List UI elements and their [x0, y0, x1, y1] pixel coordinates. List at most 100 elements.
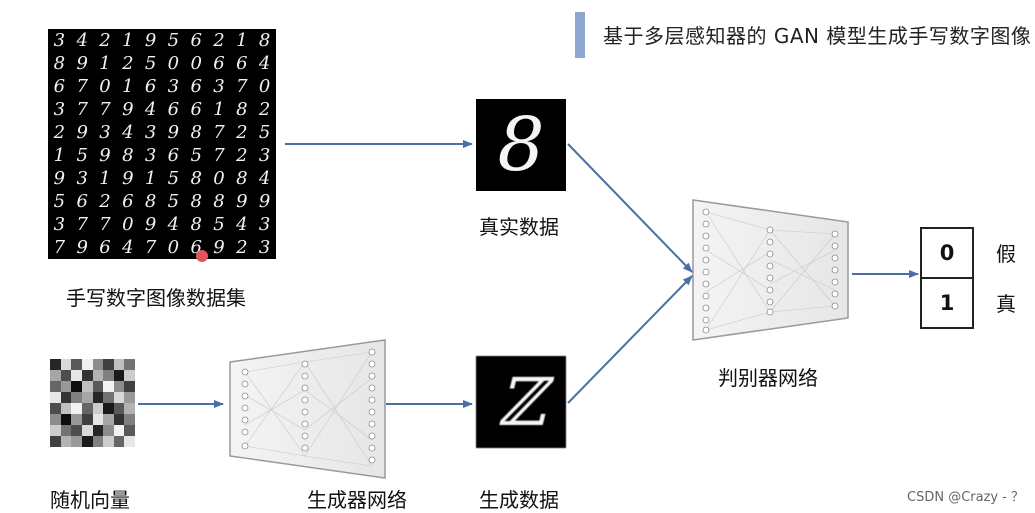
mnist-digit: 7 [53, 237, 66, 258]
mnist-digit: 9 [167, 122, 180, 143]
noise-pixel [103, 403, 114, 414]
mnist-digit: 6 [190, 30, 202, 51]
noise-pixel [103, 425, 114, 436]
mnist-digit: 9 [122, 168, 134, 189]
mnist-digit: 6 [144, 76, 157, 97]
mnist-digit: 4 [236, 214, 248, 235]
noise-pixel [103, 359, 114, 370]
mnist-digit: 6 [190, 76, 202, 97]
mnist-digit: 3 [213, 76, 225, 97]
mnist-digit: 7 [213, 145, 225, 166]
mnist-digit: 5 [190, 145, 202, 166]
noise-pixel [81, 370, 93, 381]
output-value-fake: 0 [939, 241, 955, 265]
noise-pixel [92, 414, 104, 425]
mnist-digit: 8 [53, 53, 66, 74]
noise-pixel [60, 403, 72, 414]
mnist-digit: 9 [99, 145, 111, 166]
mnist-digit: 8 [236, 168, 248, 189]
noise-pixel [50, 381, 61, 392]
noise-pixel [103, 414, 114, 425]
mnist-digit: 8 [144, 191, 157, 212]
noise-pixel [124, 403, 135, 414]
discriminator-network [692, 199, 849, 341]
mnist-digit: 0 [213, 168, 225, 189]
real-data-label: 真实数据 [479, 215, 559, 239]
noise-pixel [92, 403, 104, 414]
mnist-digit: 5 [167, 168, 180, 189]
arrow-real-to-discriminator [567, 143, 693, 273]
noise-pixel [81, 403, 93, 414]
noise-pixel [124, 425, 135, 436]
mnist-digit: 8 [190, 122, 202, 143]
noise-pixel [50, 392, 61, 403]
mnist-digit: 5 [167, 30, 180, 51]
mnist-digit: 6 [122, 191, 134, 212]
noise-pixel [124, 436, 135, 447]
fake-label: 假 [996, 242, 1016, 266]
mnist-digit: 7 [76, 76, 88, 97]
noise-pixel [60, 436, 72, 447]
random-noise-image [50, 359, 135, 447]
mnist-digit: 9 [144, 214, 157, 235]
mnist-digit: 8 [236, 99, 248, 120]
noise-pixel [92, 425, 104, 436]
random-vector-label: 随机向量 [50, 488, 130, 512]
noise-pixel [71, 425, 82, 436]
noise-pixel [113, 436, 125, 447]
mnist-digit: 6 [167, 99, 180, 120]
mnist-digit: 1 [99, 53, 111, 74]
noise-pixel [113, 370, 125, 381]
mnist-digit: 1 [236, 30, 248, 51]
noise-pixel [103, 370, 114, 381]
mnist-digit: 2 [213, 30, 225, 51]
noise-pixel [50, 359, 61, 370]
mnist-digit: 9 [236, 191, 248, 212]
mnist-digit: 5 [53, 191, 66, 212]
mnist-digit: 7 [99, 214, 111, 235]
mnist-digit: 4 [122, 237, 134, 258]
dataset-label: 手写数字图像数据集 [66, 286, 246, 310]
mnist-digit: 9 [76, 237, 88, 258]
mnist-digit: 5 [213, 214, 225, 235]
noise-pixel [50, 436, 61, 447]
mnist-digit: 5 [76, 145, 88, 166]
mnist-digit: 9 [76, 122, 88, 143]
generator-network [229, 339, 386, 479]
mnist-digit: 3 [258, 214, 271, 235]
noise-pixel [81, 392, 93, 403]
watermark: CSDN @Crazy - ？ [907, 490, 1025, 505]
mnist-digit: 6 [190, 99, 202, 120]
noise-pixel [71, 381, 82, 392]
real-label: 真 [996, 292, 1016, 316]
diagram-title: 基于多层感知器的 GAN 模型生成手写数字图像 [603, 24, 1032, 48]
mnist-digit: 9 [122, 99, 134, 120]
noise-pixel [71, 370, 82, 381]
mnist-digit: 7 [99, 99, 111, 120]
mnist-digit: 1 [53, 145, 66, 166]
mnist-digit: 6 [213, 53, 225, 74]
noise-pixel [81, 359, 93, 370]
noise-pixel [50, 425, 61, 436]
noise-pixel [113, 359, 125, 370]
mnist-digit: 5 [144, 53, 157, 74]
mnist-digit: 6 [53, 76, 66, 97]
mnist-digit: 1 [122, 76, 134, 97]
mnist-digit: 7 [236, 76, 248, 97]
noise-pixel [60, 392, 72, 403]
mnist-digit: 7 [76, 99, 88, 120]
mnist-digit: 1 [99, 168, 111, 189]
mnist-digit: 6 [99, 237, 111, 258]
mnist-digit: 0 [167, 53, 180, 74]
mnist-digit: 6 [167, 145, 180, 166]
noise-pixel [81, 436, 93, 447]
noise-pixel [113, 414, 125, 425]
mnist-digit: 6 [236, 53, 248, 74]
noise-pixel [50, 403, 61, 414]
mnist-digit: 9 [53, 168, 66, 189]
noise-pixel [71, 436, 82, 447]
noise-pixel [113, 425, 125, 436]
noise-pixel [81, 414, 93, 425]
noise-pixel [103, 381, 114, 392]
mnist-digit: 2 [99, 30, 111, 51]
